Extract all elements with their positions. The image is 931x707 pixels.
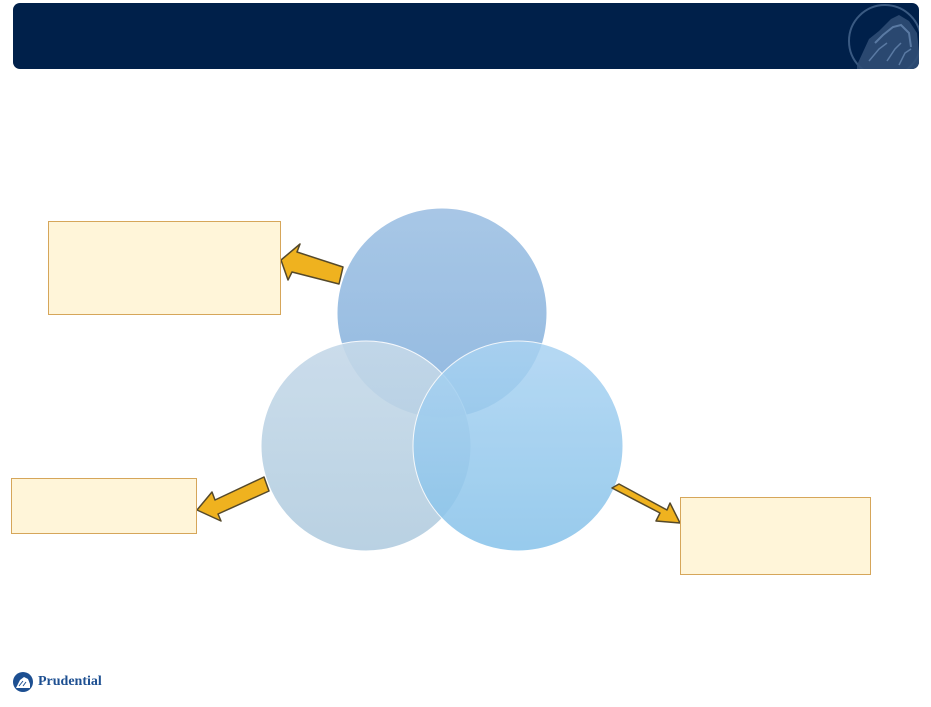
arrow-right xyxy=(611,483,681,524)
footer-logo: Prudential xyxy=(12,670,102,694)
rock-of-gibraltar-icon xyxy=(848,4,919,69)
venn-circle-bottom-right xyxy=(412,340,624,552)
header-background xyxy=(13,3,919,69)
arrow-left xyxy=(196,476,270,522)
prudential-rock-icon xyxy=(13,672,33,692)
arrow-top-left xyxy=(280,243,344,285)
header-fill xyxy=(13,3,919,69)
callout-box-top-left xyxy=(48,221,281,315)
callout-box-right xyxy=(680,497,871,575)
callout-box-left xyxy=(11,478,197,534)
header-bar xyxy=(13,3,919,69)
brand-name: Prudential xyxy=(38,674,102,689)
